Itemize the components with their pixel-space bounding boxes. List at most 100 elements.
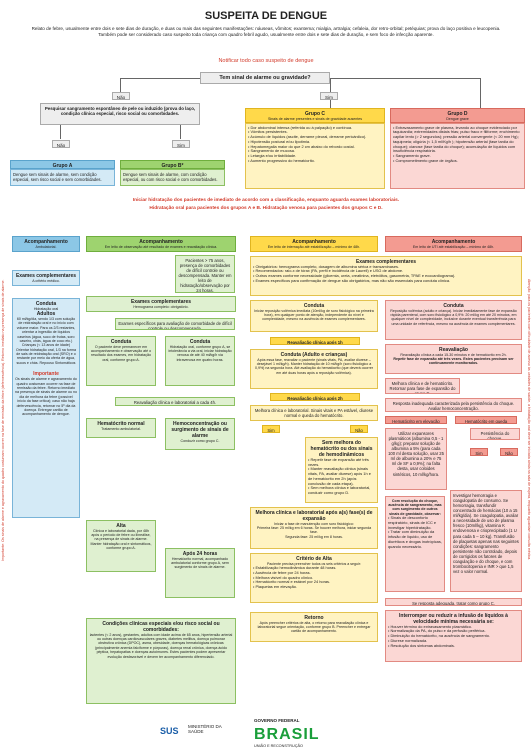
ministry-label: MINISTÉRIO DA SAÚDE bbox=[188, 724, 222, 735]
group-b-desc: Dengue sem sinais de alarme, com condiçã… bbox=[120, 169, 225, 186]
group-c-item: Acúmulo de líquidos (ascite, derrame ple… bbox=[248, 134, 382, 140]
col-c-exam-item: Recomendados: raio-x de tórax (PA, perfi… bbox=[253, 269, 519, 274]
col-c-criteria-item: Melhora visível do quadro clínico. bbox=[253, 575, 375, 581]
yes-label: Sim bbox=[320, 92, 338, 100]
group-d-item: Extravasamento grave de plasma, levando … bbox=[393, 125, 522, 155]
col-c-no: Não bbox=[350, 425, 368, 433]
col-d-ht-up-text: Utilizar expansores plasmáticos (albumin… bbox=[385, 428, 447, 490]
connector bbox=[180, 125, 181, 139]
col-c-maint-phase: Melhora clínica e laboratorial após a(s)… bbox=[250, 507, 378, 549]
col-c-reeval1: Reavaliação clínica após 1h bbox=[270, 337, 360, 345]
footer: SUS MINISTÉRIO DA SAÚDE GOVERNO FEDERAL … bbox=[0, 712, 532, 752]
yes-label: Sim bbox=[172, 140, 190, 148]
col-b-reeval: Reavaliação clínica e laboratorial a cad… bbox=[115, 397, 235, 406]
group-a-header: Grupo A bbox=[10, 160, 115, 169]
col-d-no-item: Sinais de desconforto respiratório, sina… bbox=[388, 515, 442, 530]
side-note-right: Atenção: para os pacientes com dificulda… bbox=[527, 279, 531, 561]
brasil-logo: BRASIL bbox=[254, 726, 320, 743]
alarm-question: Tem sinal de alarme ou gravidade? bbox=[200, 72, 330, 84]
col-d-interrupt-item: Diurese normalizada. bbox=[388, 638, 519, 644]
group-c-item: Vômitos persistentes. bbox=[248, 129, 382, 135]
col-b-ht-high: Hemoconcentração ou surgimento de sinais… bbox=[165, 418, 235, 450]
col-c-exam-item: Obrigatórios: hemograma completo, dosage… bbox=[253, 264, 519, 270]
no-label: Não bbox=[112, 92, 130, 100]
col-c-criteria-item: Ausência de febre por 24 horas. bbox=[253, 570, 375, 576]
side-note-left: Importante: Os sinais de alarme e agrava… bbox=[1, 279, 5, 561]
col-d-no-text: Com resolução do choque, ausência de san… bbox=[385, 496, 445, 592]
group-c-item: Aumento progressivo do hematócrito. bbox=[248, 158, 382, 164]
col-c-criteria: Critério de Alta Paciente precisa preenc… bbox=[250, 553, 378, 603]
hydration-banner-2: Hidratação oral para pacientes dos grupo… bbox=[149, 206, 383, 211]
connector bbox=[120, 78, 200, 79]
no-label: Não bbox=[52, 140, 70, 148]
group-d-item: Sangramento grave. bbox=[393, 153, 522, 159]
col-d-no-item: Tratar com diminuição da infusão de líqu… bbox=[388, 529, 442, 549]
group-a-desc: Dengue sem sinais de alarme, sem condiçã… bbox=[10, 169, 115, 186]
col-c-reeval2: Reavaliação clínica após 2h bbox=[270, 393, 360, 401]
connector bbox=[480, 78, 481, 108]
col-c-exam-item: Exames específicos para confirmação de d… bbox=[253, 278, 519, 284]
col-d-signs: Persistência do choque. bbox=[470, 428, 520, 440]
col-d-improve: Melhora clínica e de hematócrito. Retorn… bbox=[385, 378, 460, 394]
group-d-list: Extravasamento grave de plasma, levando … bbox=[390, 123, 525, 189]
col-d-interrupt: Interromper ou reduzir a infusão de líqu… bbox=[385, 610, 522, 662]
col-d-yes: Sim bbox=[470, 448, 488, 456]
hydration-banner: Iniciar hidratação dos pacientes de imed… bbox=[132, 198, 400, 203]
col-d-investigate: Investigar hemorragia e coagulopatia de … bbox=[450, 490, 522, 592]
col-c-maintain: Sem melhora do hematócrito ou dos sinais… bbox=[305, 437, 378, 503]
group-c-item: Hipotensão postural e/ou lipotimia. bbox=[248, 139, 382, 145]
group-c-item: Dor abdominal intensa (referida ou à pal… bbox=[248, 125, 382, 131]
col-d-interrupt-item: Houver término do extravasamento plasmát… bbox=[388, 624, 519, 630]
notify-text: Notificar todo caso suspeito de dengue bbox=[218, 58, 314, 64]
col-c-criteria-item: Hematócrito normal e estável por 24 hora… bbox=[253, 579, 375, 585]
intro-text: Relato de febre, usualmente entre dois e… bbox=[31, 26, 501, 37]
page-title: SUSPEITA DE DENGUE bbox=[204, 10, 328, 22]
col-d-interrupt-item: Normalização da PA, do pulso e da perfus… bbox=[388, 629, 519, 634]
col-b-children-note: Pacientes > 75 anos, presença de comorbi… bbox=[175, 255, 235, 293]
group-b-header: Grupo B* bbox=[120, 160, 225, 169]
col-c-exam-item: Outros exames conforme necessidade (glic… bbox=[253, 273, 519, 279]
group-c-item: Sangramento de mucosa. bbox=[248, 149, 382, 154]
special-conditions: Condições clínicas especiais e/ou risco … bbox=[86, 618, 236, 704]
connector bbox=[60, 125, 61, 139]
group-c-list: Dor abdominal intensa (referida ou à pal… bbox=[245, 123, 385, 189]
sus-logo: SUS bbox=[160, 726, 179, 736]
col-d-interrupt-item: Resolução dos sintomas abdominais. bbox=[388, 643, 519, 649]
col-d-no: Não bbox=[500, 448, 518, 456]
group-d-item: Comprometimento grave de órgãos. bbox=[393, 158, 522, 164]
col-d-interrupt-item: Diminuição do hematócrito, na ausência d… bbox=[388, 633, 519, 639]
col-d-ht-up: Hematócrito em elevação bbox=[385, 416, 447, 424]
col-a-conduct: Conduta Hidratação oral Adultos 60 ml/kg… bbox=[12, 298, 80, 518]
bleed-question: Pesquisar sangramento espontâneo de pele… bbox=[40, 103, 200, 125]
col-c-exams: Exames complementares Obrigatórios: hemo… bbox=[250, 256, 522, 296]
col-d-ht-down: Hematócrito em queda bbox=[455, 416, 517, 424]
connector bbox=[330, 78, 480, 79]
col-c-maintain-item: Manter reavaliação clínica (sinais vitai… bbox=[308, 466, 375, 486]
col-c-criteria-item: Plaquetas em elevação. bbox=[253, 584, 375, 590]
group-c-item: Letargia e/ou irritabilidade. bbox=[248, 153, 382, 159]
col-c-yes: Sim bbox=[262, 425, 280, 433]
col-c-adult-conduct: Conduta (Adulto e crianças)Após essa fas… bbox=[250, 349, 378, 389]
col-c-maintain-item: Sem melhora clínica e laboratorial, cond… bbox=[308, 486, 375, 496]
col-d-inadequate: Resposta inadequada caracterizada pela p… bbox=[385, 398, 522, 412]
col-d-after: Se resposta adequada, tratar como grupo … bbox=[385, 598, 522, 606]
motto-label: UNIÃO E RECONSTRUÇÃO bbox=[254, 744, 303, 748]
gov-label: GOVERNO FEDERAL bbox=[254, 718, 300, 723]
col-b-special-note: Exames específicos para avaliação de com… bbox=[115, 318, 235, 330]
group-c-item: Hepatomegalia maior do que 2 cm abaixo d… bbox=[248, 144, 382, 150]
